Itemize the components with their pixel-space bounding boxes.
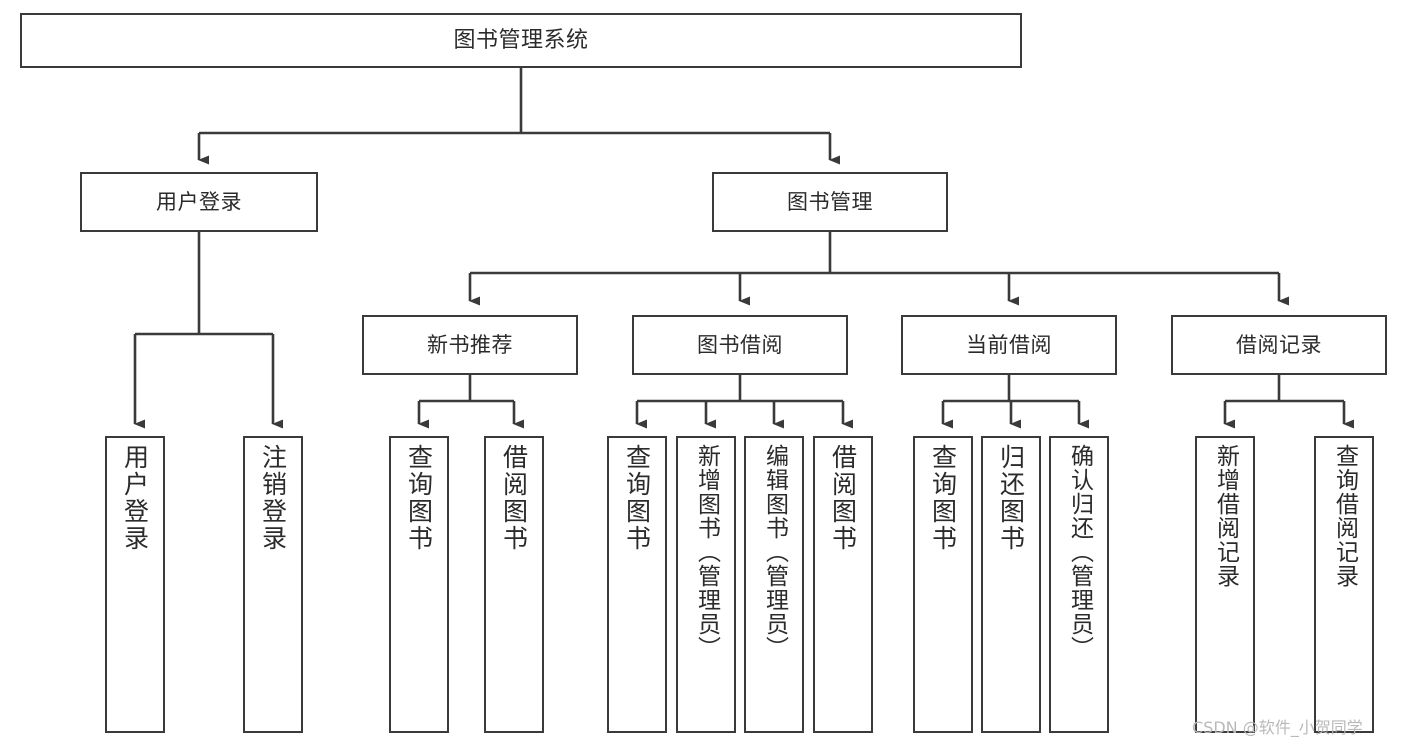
node-label: 新增借阅记录 (1212, 444, 1239, 588)
node-label: 用户登录 (120, 444, 150, 552)
leaf-edit-book-admin[interactable]: 编辑图书（管理员） (744, 436, 804, 733)
node-label: 借阅记录 (1236, 332, 1322, 357)
leaf-logout-login[interactable]: 注销登录 (243, 436, 303, 733)
leaf-add-book-admin[interactable]: 新增图书（管理员） (676, 436, 736, 733)
node-label: 图书借阅 (697, 332, 783, 357)
leaf-add-borrow-record[interactable]: 新增借阅记录 (1195, 436, 1255, 733)
node-label: 新增图书（管理员） (693, 444, 720, 660)
node-label: 查询图书 (928, 444, 958, 552)
node-label: 用户登录 (156, 189, 242, 214)
node-label: 确认归还（管理员） (1066, 444, 1093, 660)
node-label: 当前借阅 (966, 332, 1052, 357)
node-current-borrow[interactable]: 当前借阅 (901, 315, 1117, 375)
node-label: 图书管理 (787, 189, 873, 214)
node-book-management[interactable]: 图书管理 (712, 172, 948, 232)
leaf-borrow-book-recommend[interactable]: 借阅图书 (484, 436, 544, 733)
leaf-query-book-borrow[interactable]: 查询图书 (607, 436, 667, 733)
node-label: 借阅图书 (499, 444, 529, 552)
leaf-user-login[interactable]: 用户登录 (105, 436, 165, 733)
node-label: 图书管理系统 (453, 27, 589, 53)
node-root-system[interactable]: 图书管理系统 (20, 13, 1022, 68)
node-label: 查询图书 (404, 444, 434, 552)
node-label: 编辑图书（管理员） (761, 444, 788, 660)
node-borrow-record[interactable]: 借阅记录 (1171, 315, 1387, 375)
leaf-query-book-current[interactable]: 查询图书 (913, 436, 973, 733)
node-label: 注销登录 (258, 444, 288, 552)
leaf-confirm-return-admin[interactable]: 确认归还（管理员） (1049, 436, 1109, 733)
node-user-login[interactable]: 用户登录 (80, 172, 318, 232)
node-label: 查询借阅记录 (1331, 444, 1358, 588)
leaf-return-book[interactable]: 归还图书 (981, 436, 1041, 733)
leaf-query-borrow-record[interactable]: 查询借阅记录 (1314, 436, 1374, 733)
leaf-borrow-book[interactable]: 借阅图书 (813, 436, 873, 733)
node-new-book-recommend[interactable]: 新书推荐 (362, 315, 578, 375)
node-label: 查询图书 (622, 444, 652, 552)
node-label: 新书推荐 (427, 332, 513, 357)
leaf-query-book-recommend[interactable]: 查询图书 (389, 436, 449, 733)
node-book-borrow[interactable]: 图书借阅 (632, 315, 848, 375)
node-label: 归还图书 (996, 444, 1026, 552)
node-label: 借阅图书 (828, 444, 858, 552)
